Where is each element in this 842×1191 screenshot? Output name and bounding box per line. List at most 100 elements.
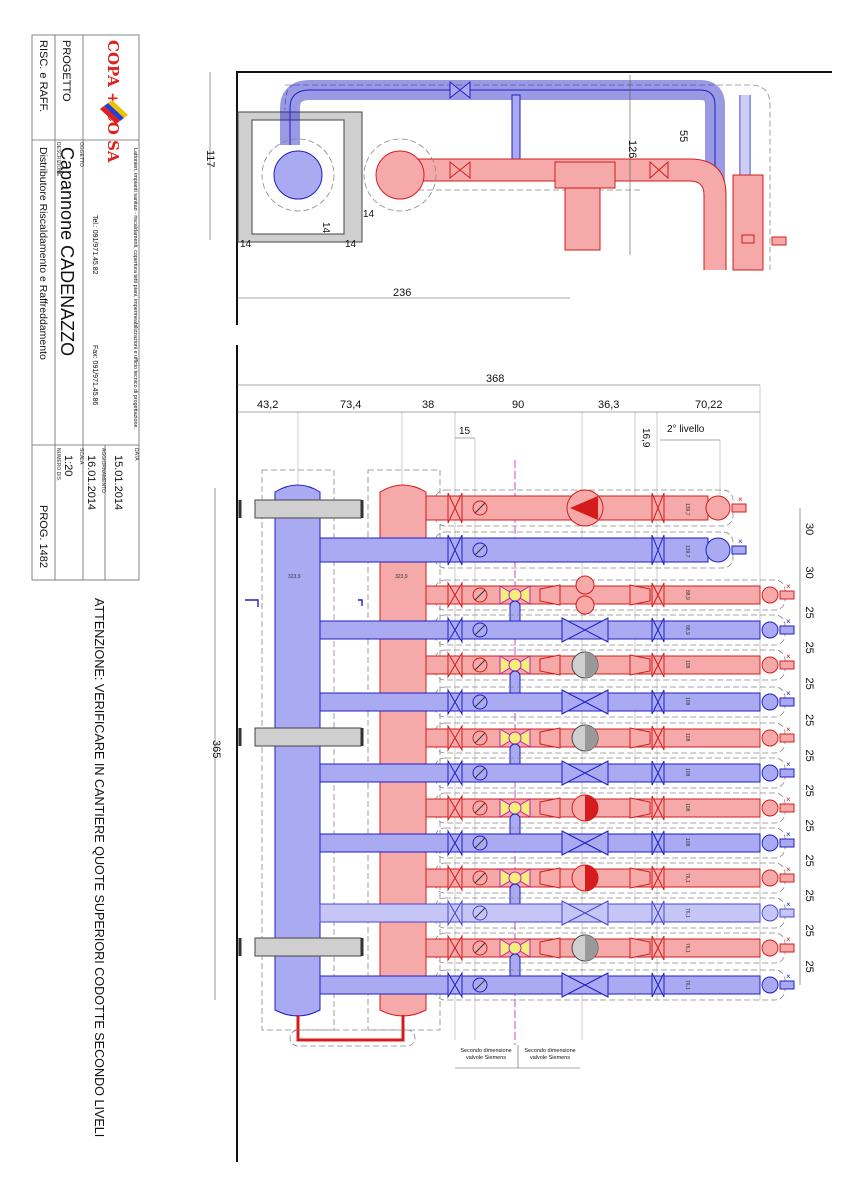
dim-117: 117 bbox=[204, 150, 216, 168]
pipe bbox=[319, 620, 761, 640]
reducer bbox=[629, 797, 651, 819]
warning-note: ATTENZIONE: VERIFICARE IN CANTIERE QUOTE… bbox=[92, 598, 106, 1137]
dim-236: 236 bbox=[393, 287, 411, 299]
pipe-size-label: 108 bbox=[684, 697, 690, 706]
mixing-valve-body bbox=[508, 731, 522, 745]
mixing-valve-body bbox=[508, 658, 522, 672]
pump-direction bbox=[585, 725, 598, 751]
row-spacing-dim: 25 bbox=[803, 642, 815, 654]
pipe-end-cap bbox=[761, 693, 779, 711]
pipe bbox=[319, 833, 761, 853]
row-spacing-dim: 30 bbox=[803, 567, 815, 579]
air-vent bbox=[779, 838, 795, 848]
row-4-return: ×88,9 bbox=[319, 614, 795, 646]
air-vent bbox=[779, 768, 795, 778]
company-description: Lattonieri, impianti sanitari - riscalda… bbox=[132, 148, 138, 429]
reducer bbox=[539, 867, 561, 889]
row-spacing-dim: 25 bbox=[803, 750, 815, 762]
mixing-valve-body bbox=[508, 588, 522, 602]
descrizione-label: DESCRIZIONE bbox=[55, 142, 61, 177]
data-label: DATA bbox=[133, 448, 139, 461]
shutoff-valve-icon bbox=[447, 616, 463, 644]
thermometer-needle bbox=[474, 872, 486, 884]
vent-x-icon: × bbox=[786, 972, 791, 981]
row-spacing-dim: 25 bbox=[803, 855, 815, 867]
reducer bbox=[539, 654, 561, 676]
row-11-supply: ×76,1 bbox=[425, 862, 795, 913]
top-bypass-pipe bbox=[511, 94, 521, 166]
thermometer-needle bbox=[474, 907, 486, 919]
air-vent bbox=[779, 803, 795, 813]
vent-x-icon: × bbox=[786, 725, 791, 734]
pump-direction bbox=[585, 935, 598, 961]
shutoff-valve-icon bbox=[447, 864, 463, 892]
reducer bbox=[629, 867, 651, 889]
shutoff-valve-icon bbox=[447, 899, 463, 927]
pipe-end-cap bbox=[761, 904, 779, 922]
pipe bbox=[319, 903, 761, 923]
supply-header-label: 323,9 bbox=[395, 574, 408, 580]
supply-header bbox=[379, 484, 427, 1017]
thermometer-needle bbox=[474, 979, 486, 991]
vent-x-icon: × bbox=[738, 537, 743, 546]
row-spacing-dim: 25 bbox=[803, 714, 815, 726]
air-vent bbox=[731, 545, 747, 555]
shutoff-valve-icon bbox=[447, 651, 463, 679]
balancing-valve-icon bbox=[651, 865, 665, 891]
row-1-supply: ×139,7 bbox=[425, 489, 747, 527]
balancing-valve-icon bbox=[651, 972, 665, 998]
pipe bbox=[319, 537, 709, 563]
data-value: 15.01.2014 bbox=[112, 455, 124, 510]
pipe-end-cap bbox=[705, 495, 731, 521]
pipe-size-label: 108 bbox=[684, 768, 690, 777]
dim-14c: 14 bbox=[363, 209, 375, 220]
dim-14d: 14 bbox=[320, 222, 331, 234]
zone-valve-icon bbox=[561, 830, 609, 856]
numero-label: NUMERO DIS. bbox=[55, 448, 61, 481]
row-8-return: × 108 bbox=[319, 757, 795, 789]
title-block-frame bbox=[31, 34, 140, 581]
thermometer-needle bbox=[474, 696, 486, 708]
row-14-return: ×76,1 bbox=[319, 969, 795, 1001]
pipe-size-label: 108 bbox=[684, 838, 690, 847]
mixing-valve-body bbox=[508, 801, 522, 815]
vent-x-icon: × bbox=[786, 865, 791, 874]
vent-x-icon: × bbox=[786, 652, 791, 661]
shutoff-valve-icon bbox=[447, 724, 463, 752]
pump-direction bbox=[585, 652, 598, 678]
pipe-end-cap bbox=[761, 621, 779, 639]
vent-x-icon: × bbox=[786, 795, 791, 804]
twin-pump-icon bbox=[575, 595, 595, 615]
pipe-end-cap bbox=[761, 656, 779, 674]
distribution-rows: ×139,7×139,7×88,9×88,9×108×108×108×108×1… bbox=[319, 489, 815, 1001]
dim-90: 90 bbox=[512, 399, 524, 411]
pipe-size-label: 76,1 bbox=[684, 908, 690, 918]
top-return-valve-icon bbox=[449, 80, 471, 100]
dim-70-22: 70,22 bbox=[695, 399, 723, 411]
air-vent bbox=[779, 873, 795, 883]
dim-16-9: 16,9 bbox=[640, 428, 651, 448]
company-description-box: Lattonieri, impianti sanitari - riscalda… bbox=[132, 148, 138, 429]
shutoff-valve-icon bbox=[447, 492, 463, 524]
top-return-header bbox=[273, 150, 323, 200]
thermometer-needle bbox=[474, 767, 486, 779]
dim-14b: 14 bbox=[345, 239, 357, 250]
dim-43-2: 43,2 bbox=[257, 399, 278, 411]
balancing-valve-icon bbox=[651, 760, 665, 786]
pipe-end-cap bbox=[761, 586, 779, 604]
zone-valve-icon bbox=[561, 900, 609, 926]
aggiornamento-value: 16.01.2014 bbox=[85, 455, 97, 510]
zone-valve-icon bbox=[561, 760, 609, 786]
pump-direction bbox=[585, 795, 598, 821]
shutoff-valve-icon bbox=[447, 794, 463, 822]
row-6-return: ×108 bbox=[319, 686, 795, 718]
vent-x-icon: × bbox=[786, 760, 791, 769]
pipe-size-label: 76,1 bbox=[684, 943, 690, 953]
top-supply-pipe bbox=[400, 159, 726, 270]
pipe-end-cap bbox=[761, 834, 779, 852]
return-header-label: 323,9 bbox=[288, 574, 301, 580]
vent-x-icon: × bbox=[786, 830, 791, 839]
air-vent bbox=[779, 625, 795, 635]
shutoff-valve-icon bbox=[447, 971, 463, 999]
air-vent bbox=[779, 908, 795, 918]
